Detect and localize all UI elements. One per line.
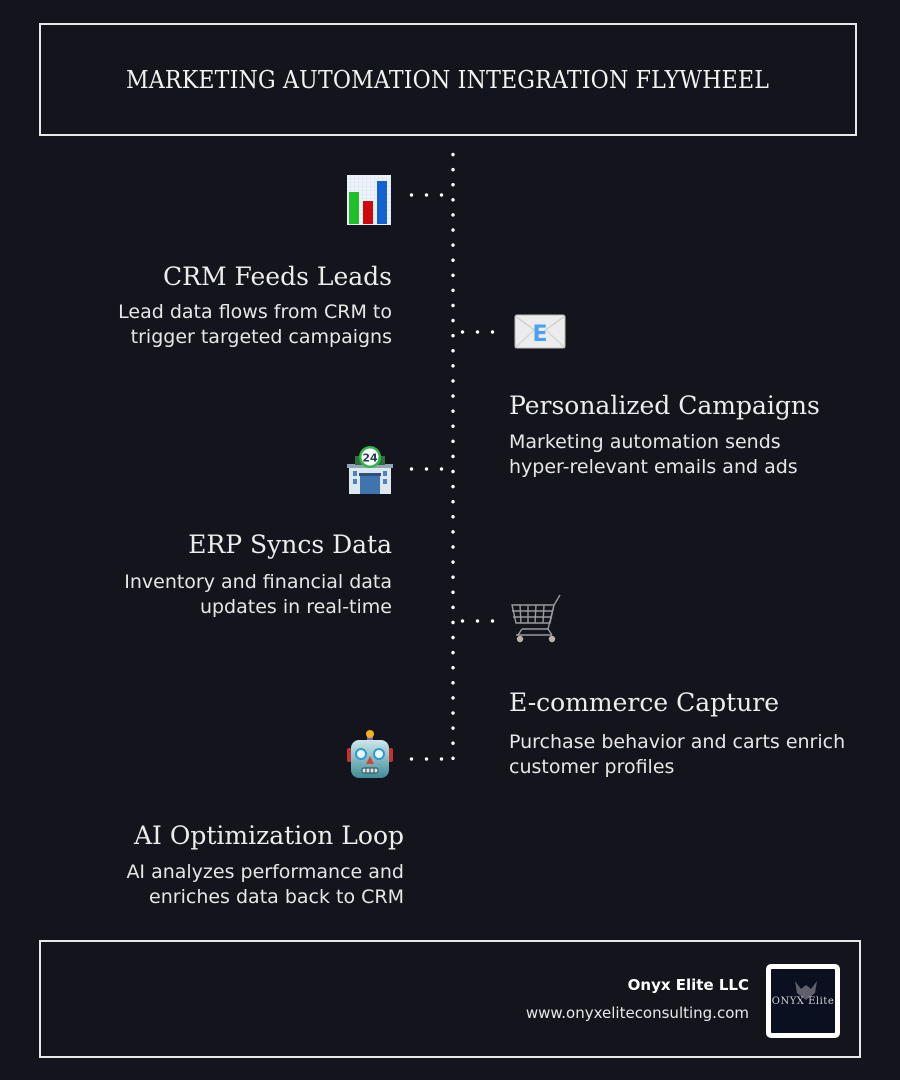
wolf-emblem-icon xyxy=(795,981,817,1000)
title-box: MARKETING AUTOMATION INTEGRATION FLYWHEE… xyxy=(39,23,857,136)
step-title-crm: CRM Feeds Leads xyxy=(163,262,392,291)
desc-line: Marketing automation sends xyxy=(509,431,781,453)
connector-3 xyxy=(404,467,452,471)
desc-line: Purchase behavior and carts enrich xyxy=(509,731,846,753)
desc-line: customer profiles xyxy=(509,756,675,778)
connector-2 xyxy=(455,330,503,334)
logo-text: ONYX Elite xyxy=(771,995,835,1007)
step-title-ai: AI Optimization Loop xyxy=(133,821,404,850)
svg-text:E: E xyxy=(532,322,547,347)
company-website-link[interactable]: www.onyxeliteconsulting.com xyxy=(525,1004,749,1022)
desc-line: AI analyzes performance and xyxy=(126,861,404,883)
bar-chart-icon xyxy=(346,174,396,225)
connector-1 xyxy=(404,193,452,197)
desc-line: updates in real-time xyxy=(199,596,392,618)
timeline-spine xyxy=(451,147,455,762)
company-logo: ONYX Elite xyxy=(766,964,840,1038)
email-envelope-icon: E xyxy=(514,314,566,350)
convenience-store-24-icon: 24 xyxy=(345,444,395,494)
connector-4 xyxy=(455,619,503,623)
desc-line: hyper-relevant emails and ads xyxy=(509,456,798,478)
company-name: Onyx Elite LLC xyxy=(627,976,749,994)
desc-line: trigger targeted campaigns xyxy=(130,326,392,348)
step-desc-campaigns: Marketing automation sends hyper-relevan… xyxy=(509,430,798,480)
connector-5 xyxy=(404,757,452,761)
page-title: MARKETING AUTOMATION INTEGRATION FLYWHEE… xyxy=(126,65,770,94)
svg-text:24: 24 xyxy=(362,452,378,465)
robot-icon xyxy=(345,728,395,778)
logo-badge: ONYX Elite xyxy=(771,969,835,1033)
step-desc-ai: AI analyzes performance and enriches dat… xyxy=(126,860,404,910)
footer: Onyx Elite LLC www.onyxeliteconsulting.c… xyxy=(39,940,861,1058)
step-desc-crm: Lead data flows from CRM to trigger targ… xyxy=(118,300,392,350)
desc-line: Lead data flows from CRM to xyxy=(118,301,392,323)
desc-line: enriches data back to CRM xyxy=(149,886,404,908)
step-title-erp: ERP Syncs Data xyxy=(188,530,392,559)
step-title-campaigns: Personalized Campaigns xyxy=(509,391,820,420)
desc-line: Inventory and financial data xyxy=(124,571,392,593)
step-desc-erp: Inventory and financial data updates in … xyxy=(124,570,392,620)
shopping-cart-icon xyxy=(508,593,564,643)
step-title-ecommerce: E-commerce Capture xyxy=(509,688,780,717)
step-desc-ecommerce: Purchase behavior and carts enrich custo… xyxy=(509,730,845,780)
